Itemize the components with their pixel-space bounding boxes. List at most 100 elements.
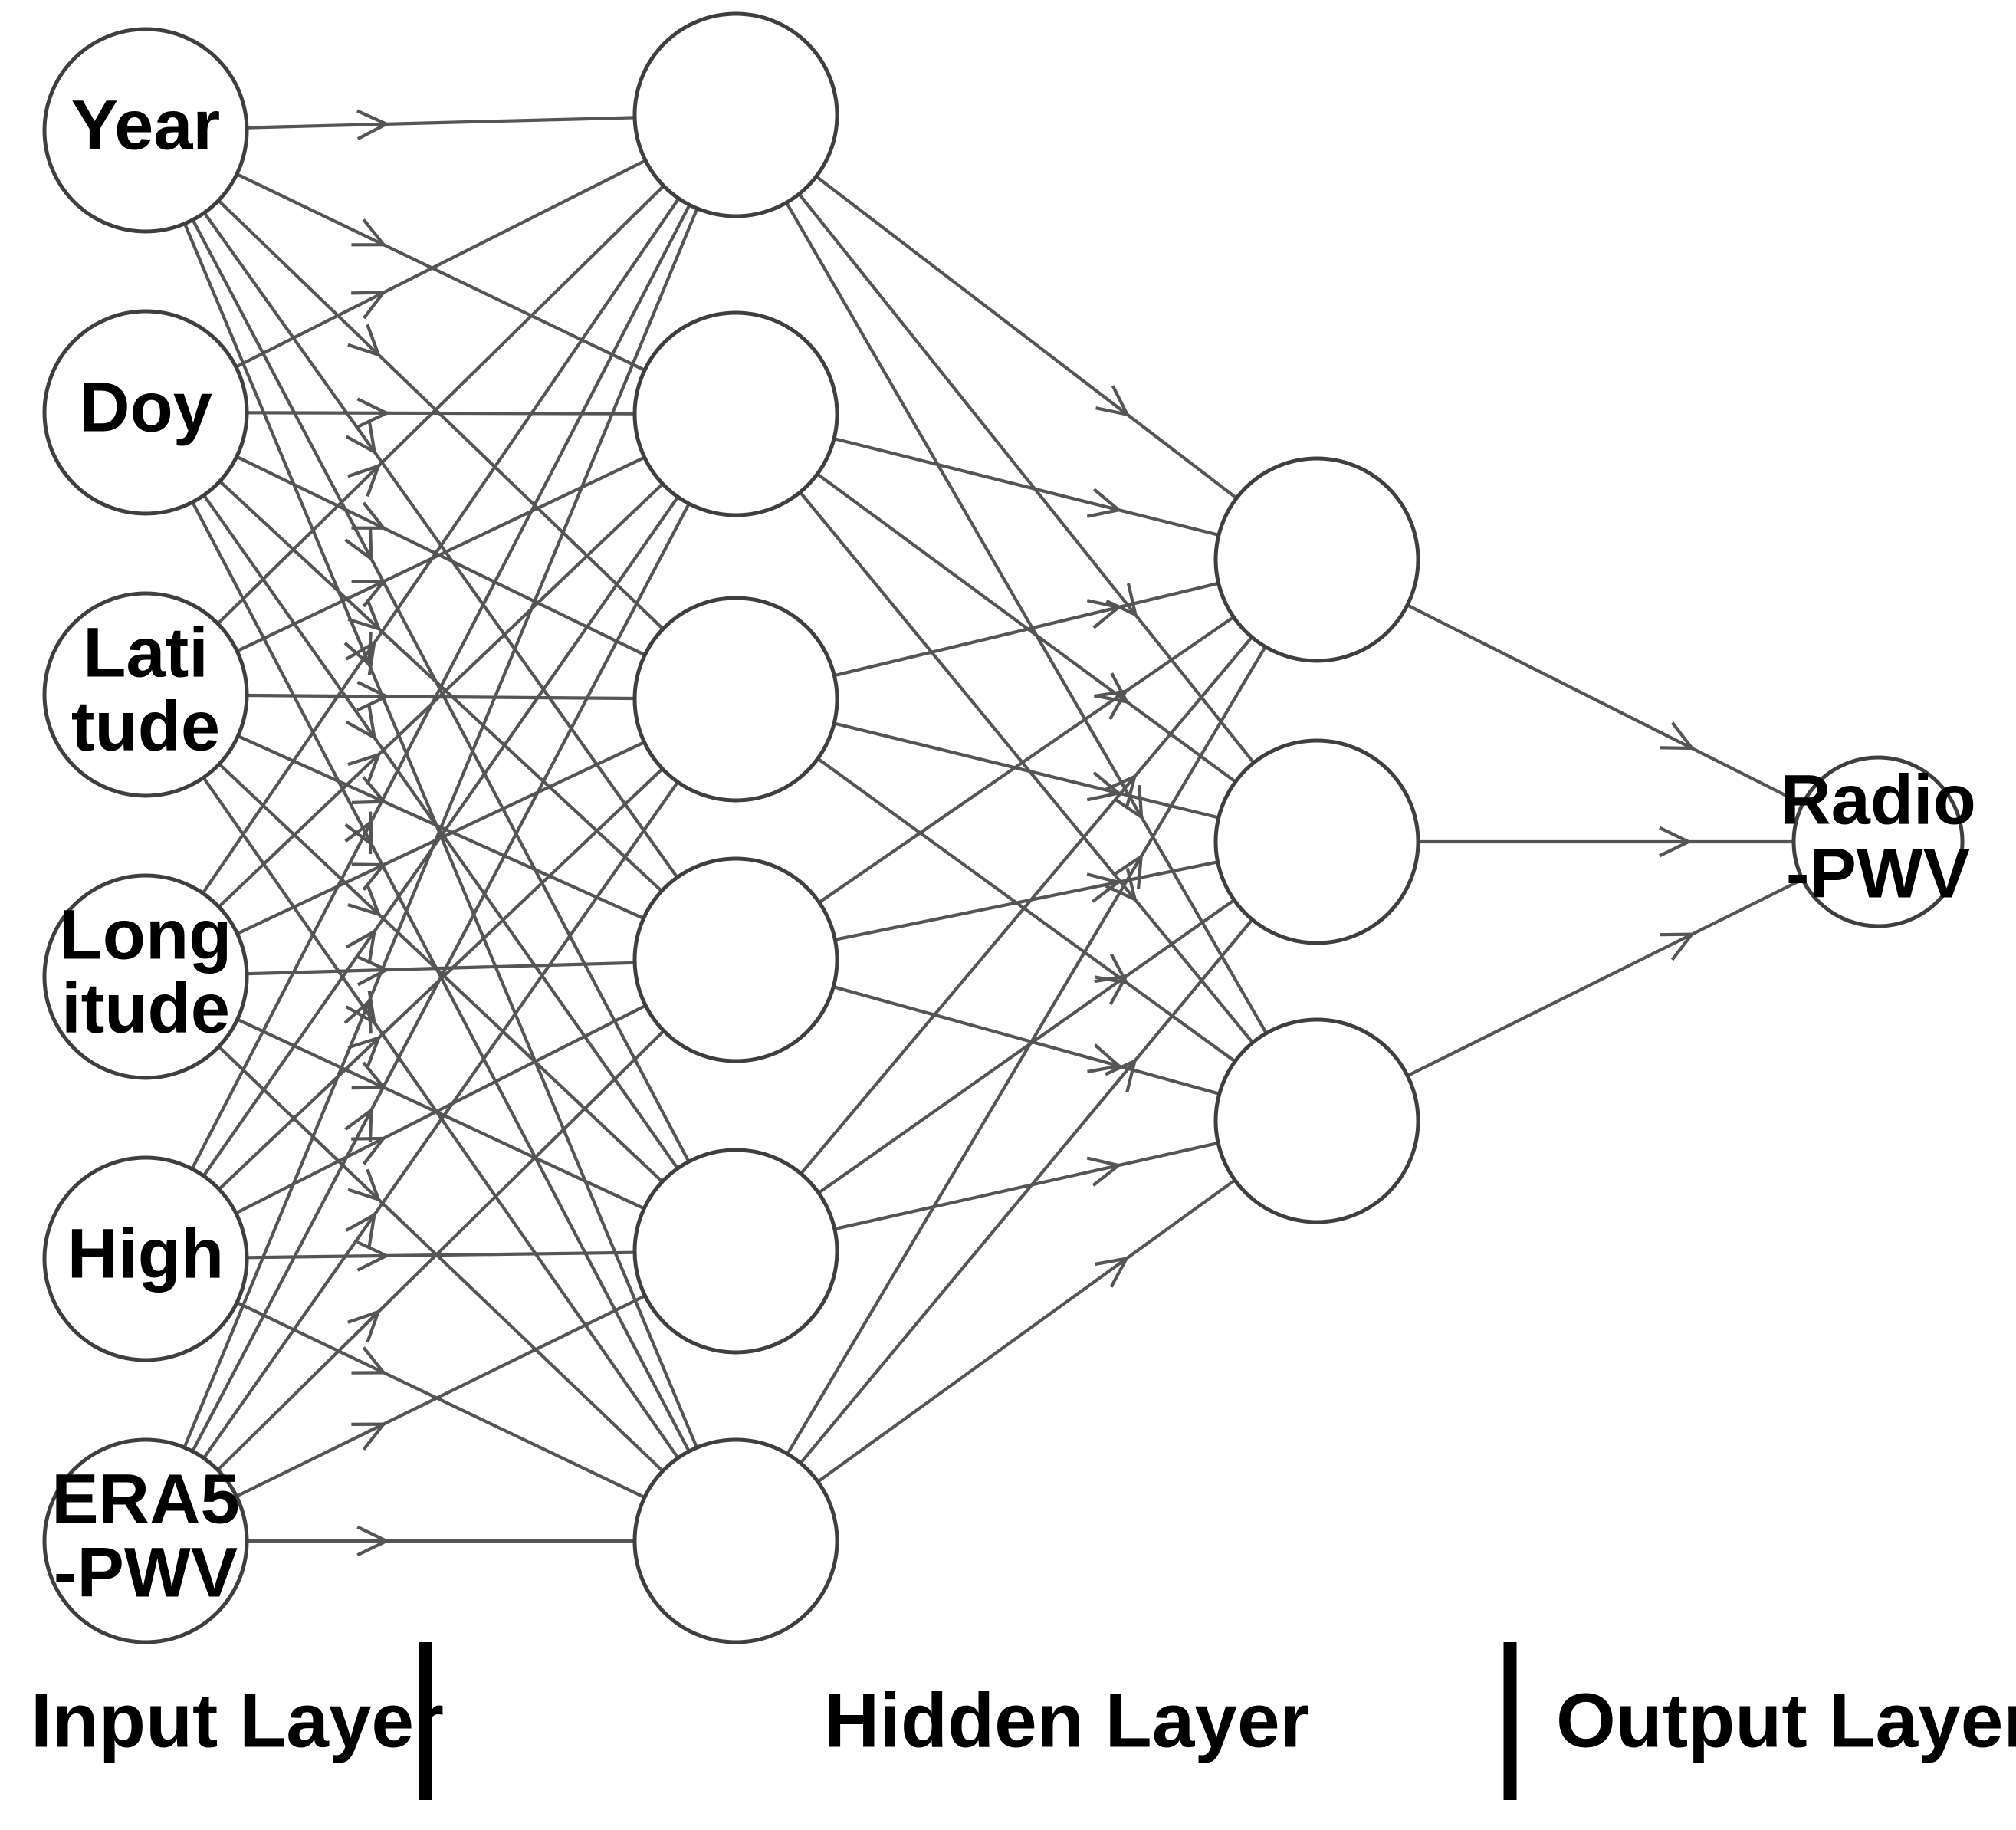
edge-hidden-5-to-hidden2-3 <box>834 1141 1219 1231</box>
edge-arrowhead-icon <box>344 526 373 563</box>
node-hidden-4[interactable] <box>632 856 839 1063</box>
edge-arrowhead-icon <box>343 997 373 1034</box>
edge-arrowhead-icon <box>347 1035 382 1069</box>
edge-arrowhead-icon <box>356 397 391 429</box>
edge-hidden-3-to-hidden2-1 <box>833 581 1220 678</box>
edge-arrowhead-icon <box>1086 599 1122 629</box>
edge-line <box>202 780 679 1460</box>
edge-arrowhead-icon <box>343 632 373 668</box>
edge-line <box>246 116 635 130</box>
edge-line <box>817 899 1236 1194</box>
edge-arrowhead-icon <box>351 501 387 530</box>
edge-doy-to-hidden-1 <box>235 159 647 369</box>
edge-arrowhead-icon <box>356 954 390 987</box>
edge-hidden-5-to-hidden2-2 <box>817 899 1236 1194</box>
edge-line <box>786 646 1267 1455</box>
node-hidden-5[interactable] <box>632 1148 839 1355</box>
node-era5-pwv[interactable]: ERA5-PWV <box>42 1437 249 1644</box>
edge-era5-pwv-to-hidden-4 <box>216 1030 665 1471</box>
edge-longitude-to-hidden-4 <box>246 954 635 987</box>
edge-line <box>236 455 645 653</box>
edge-line <box>833 437 1220 537</box>
edge-arrowhead-icon <box>1113 853 1144 889</box>
edge-hidden-2-to-hidden2-1 <box>833 437 1220 537</box>
edge-line <box>236 172 645 372</box>
edge-arrowhead-icon <box>1086 872 1122 903</box>
edge-hidden-6-to-hidden2-3 <box>816 1178 1236 1483</box>
edge-line <box>235 1294 646 1498</box>
edge-line <box>833 581 1220 678</box>
node-hidden2-2[interactable] <box>1213 738 1420 945</box>
edge-arrowhead-icon <box>344 818 373 855</box>
edge-arrowhead-icon <box>351 218 387 247</box>
edge-era5-pwv-to-hidden-6 <box>247 1525 635 1557</box>
edge-year-to-hidden-1 <box>246 109 635 140</box>
edge-hidden-2-to-hidden2-3 <box>799 491 1254 1044</box>
edge-line <box>201 197 681 895</box>
edge-arrowhead-icon <box>345 705 377 741</box>
edge-hidden-6-to-hidden2-1 <box>786 646 1267 1455</box>
node-hidden2-1[interactable] <box>1213 456 1420 663</box>
edge-arrowhead-icon <box>1105 1058 1138 1093</box>
edge-line <box>799 491 1254 1044</box>
edge-arrowhead-icon <box>1086 488 1123 518</box>
node-radio-pwv[interactable]: Radio-PWV <box>1780 755 1976 928</box>
edge-arrowhead-icon <box>1104 774 1138 809</box>
layer-caption-input: Input Layer <box>31 1677 444 1763</box>
node-circle <box>632 856 839 1063</box>
edge-line <box>797 192 1256 764</box>
edge-hidden-1-to-hidden2-1 <box>815 175 1238 500</box>
edge-line <box>216 185 665 625</box>
node-hidden-1[interactable] <box>632 11 839 218</box>
node-label-latitude: tude <box>71 687 220 765</box>
edge-arrowhead-icon <box>356 1240 391 1272</box>
node-circle <box>42 309 249 516</box>
edge-arrowhead-icon <box>1659 826 1693 858</box>
edge-line <box>191 502 691 1453</box>
edge-line <box>1406 603 1804 806</box>
edge-hidden-6-to-hidden2-2 <box>799 918 1254 1464</box>
layer-dividers-group <box>419 1642 1517 1800</box>
edge-arrowhead-icon <box>345 639 376 675</box>
edge-arrowhead-icon <box>347 463 382 498</box>
edge-line <box>818 616 1235 904</box>
node-high[interactable]: High <box>42 1155 249 1362</box>
edge-hidden-5-to-hidden2-1 <box>800 636 1253 1175</box>
node-label-year: Year <box>71 86 220 164</box>
node-hidden2-3[interactable] <box>1213 1017 1420 1224</box>
edge-arrowhead-icon <box>347 1168 382 1202</box>
node-doy[interactable]: Doy <box>42 309 249 516</box>
node-hidden-2[interactable] <box>632 310 839 517</box>
edge-hidden2-2-to-radio-pwv <box>1418 826 1794 858</box>
edge-longitude-to-hidden-2 <box>218 482 664 908</box>
node-circle <box>1213 456 1420 663</box>
edge-arrowhead-icon <box>1660 721 1696 751</box>
nodes-group: YearDoyLatitudeLongitudeHighERA5-PWVRadi… <box>42 11 1976 1644</box>
node-hidden-3[interactable] <box>632 596 839 803</box>
edge-arrowhead-icon <box>351 1136 387 1165</box>
edge-arrowhead-icon <box>356 109 390 140</box>
node-circle <box>632 1437 839 1644</box>
node-label-longitude: Long <box>60 895 232 974</box>
edge-line <box>216 1030 665 1471</box>
node-hidden-6[interactable] <box>632 1437 839 1644</box>
node-label-radio-pwv: -PWV <box>1786 834 1970 912</box>
edge-line <box>832 985 1220 1096</box>
edge-arrowhead-icon <box>1095 385 1131 417</box>
edge-line <box>191 218 691 1163</box>
edge-arrowhead-icon <box>351 776 388 804</box>
edge-high-to-hidden-5 <box>246 1240 635 1272</box>
edge-era5-pwv-to-hidden-3 <box>202 780 679 1460</box>
edge-arrowhead-icon <box>1094 974 1130 1006</box>
node-label-era5-pwv: ERA5 <box>51 1460 239 1538</box>
layer-caption-hidden: Hidden Layer <box>824 1677 1310 1763</box>
node-circle <box>42 27 249 234</box>
edge-latitude-to-hidden-1 <box>216 185 665 625</box>
node-circle <box>42 591 249 798</box>
edge-era5-pwv-to-hidden-2 <box>191 502 691 1453</box>
node-year[interactable]: Year <box>42 27 249 234</box>
node-label-latitude: Lati <box>83 613 208 692</box>
